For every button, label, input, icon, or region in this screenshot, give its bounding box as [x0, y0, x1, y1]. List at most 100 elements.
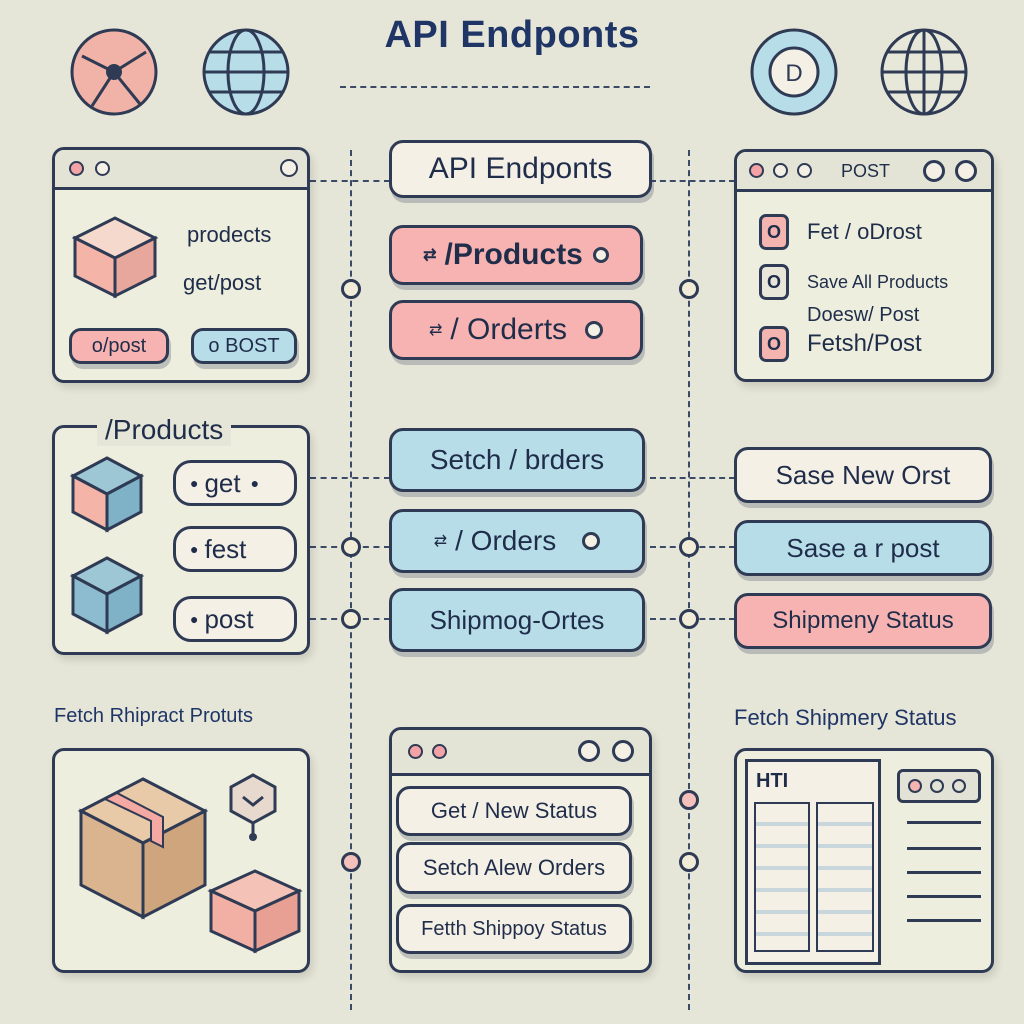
window-control-dot[interactable] [280, 159, 298, 177]
window-control-dot[interactable] [432, 744, 447, 759]
cube-icon [71, 216, 159, 299]
control-dot[interactable] [930, 779, 944, 793]
get-status-item[interactable]: Get / New Status [396, 786, 632, 836]
method-label: fest [204, 533, 247, 564]
list-item[interactable]: Doesw/ Post [759, 304, 919, 327]
post-method-button[interactable]: ● post [173, 596, 297, 642]
bullet-icon: ● [250, 475, 260, 491]
window-control-dot[interactable] [773, 163, 788, 178]
shipping-endpoint[interactable]: Shipmog-Ortes [389, 588, 645, 652]
post-button[interactable]: o/post [69, 328, 169, 364]
list-item-label: Save All Products [807, 271, 949, 292]
document-title: HTI [756, 770, 789, 792]
shield-icon [229, 773, 277, 841]
post-window: POST O Fet / oDrost O Save All Products Do… [734, 149, 994, 382]
list-item-label: Fet / oDrost [807, 219, 922, 244]
window-control-dot[interactable] [955, 160, 977, 182]
orders-endpoint[interactable]: ⇄ / Orderts [389, 300, 643, 360]
window-control-dot[interactable] [408, 744, 423, 759]
orders-endpoint[interactable]: ⇄ / Orders [389, 509, 645, 573]
list-item[interactable]: O Save All Products [759, 264, 948, 300]
cube-icon [69, 556, 145, 635]
save-post-button[interactable]: Sase a r post [734, 520, 992, 576]
svg-text:D: D [785, 60, 802, 87]
connector-line [650, 180, 735, 182]
window-control-dot[interactable] [612, 740, 634, 762]
fest-method-button[interactable]: ● fest [173, 526, 297, 572]
divider [907, 919, 981, 922]
endpoint-label: /Products [444, 238, 583, 271]
list-item[interactable]: O Fet / oDrost [759, 214, 922, 250]
save-order-button[interactable]: Sase New Orst [734, 447, 992, 503]
list-item-label: Fetsh/Post [807, 330, 922, 357]
connector-node [679, 790, 699, 810]
window-titlebar [392, 730, 649, 776]
connector-node [679, 279, 699, 299]
endpoint-label: / Orders [455, 525, 557, 556]
connector-line [310, 477, 390, 479]
html-preview-panel: HTI [734, 748, 994, 973]
connector-line [310, 180, 390, 182]
connector-node [679, 537, 699, 557]
post-button[interactable]: o BOST [191, 328, 297, 364]
control-strip [897, 769, 981, 803]
endpoint-label: / Orderts [450, 313, 568, 346]
connector-line [650, 477, 735, 479]
status-dot [592, 247, 609, 263]
arrow-icon: ⇄ [423, 247, 437, 264]
connector-line [688, 150, 690, 1010]
globe-icon [202, 28, 290, 116]
page-title: API Endponts [384, 14, 640, 56]
connector-node [679, 852, 699, 872]
arrow-icon: ⇄ [428, 322, 443, 339]
window-control-dot[interactable] [797, 163, 812, 178]
divider [907, 895, 981, 898]
post-icon: O [759, 264, 789, 300]
arrow-icon: ⇄ [433, 533, 448, 550]
shipment-status-button[interactable]: Shipmeny Status [734, 593, 992, 649]
control-dot[interactable] [908, 779, 922, 793]
status-dot [585, 321, 604, 339]
connector-node [341, 537, 361, 557]
cube-icon [69, 456, 145, 533]
document-preview: HTI [745, 759, 881, 965]
status-window: Get / New Status Setch Alew Orders Fetth… [389, 727, 652, 973]
get-method-button[interactable]: ● get ● [173, 460, 297, 506]
bullet-icon: ● [190, 541, 199, 557]
bullet-icon: ● [190, 475, 199, 491]
list-item-label: Doesw/ Post [807, 304, 920, 326]
globe-icon [880, 28, 968, 116]
control-dot[interactable] [952, 779, 966, 793]
list-item[interactable]: O Fetsh/Post [759, 326, 922, 362]
table-column [754, 802, 810, 952]
window-titlebar [55, 150, 307, 190]
section-caption: Fetch Shipmery Status [734, 705, 957, 730]
fetch-orders-endpoint[interactable]: Setch / brders [389, 428, 645, 492]
window-control-dot[interactable] [69, 161, 84, 176]
post-icon: O [759, 214, 789, 250]
bullet-icon: ● [190, 611, 199, 627]
post-icon: O [759, 326, 789, 362]
fetch-orders-item[interactable]: Setch Alew Orders [396, 842, 632, 894]
section-caption: Fetch Rhipract Protuts [54, 705, 253, 727]
window-control-dot[interactable] [923, 160, 945, 182]
divider [907, 821, 981, 824]
endpoint-label: get/post [183, 270, 262, 295]
method-label: post [204, 603, 254, 634]
connector-line [350, 150, 352, 1010]
products-endpoint[interactable]: ⇄ /Products [389, 225, 643, 285]
compass-icon [70, 28, 158, 116]
panel-header: /Products [97, 414, 232, 446]
package-icon [207, 869, 303, 954]
window-control-dot[interactable] [578, 740, 600, 762]
shipping-illustration [52, 748, 310, 973]
window-control-dot[interactable] [749, 163, 764, 178]
window-control-dot[interactable] [95, 161, 110, 176]
method-label: get [204, 467, 241, 498]
shipping-status-item[interactable]: Fetth Shippoy Status [396, 904, 632, 954]
api-endpoints-header[interactable]: API Endponts [389, 140, 652, 198]
connector-node [679, 609, 699, 629]
connector-node [341, 852, 361, 872]
divider [907, 847, 981, 850]
window-title: POST [841, 161, 891, 181]
